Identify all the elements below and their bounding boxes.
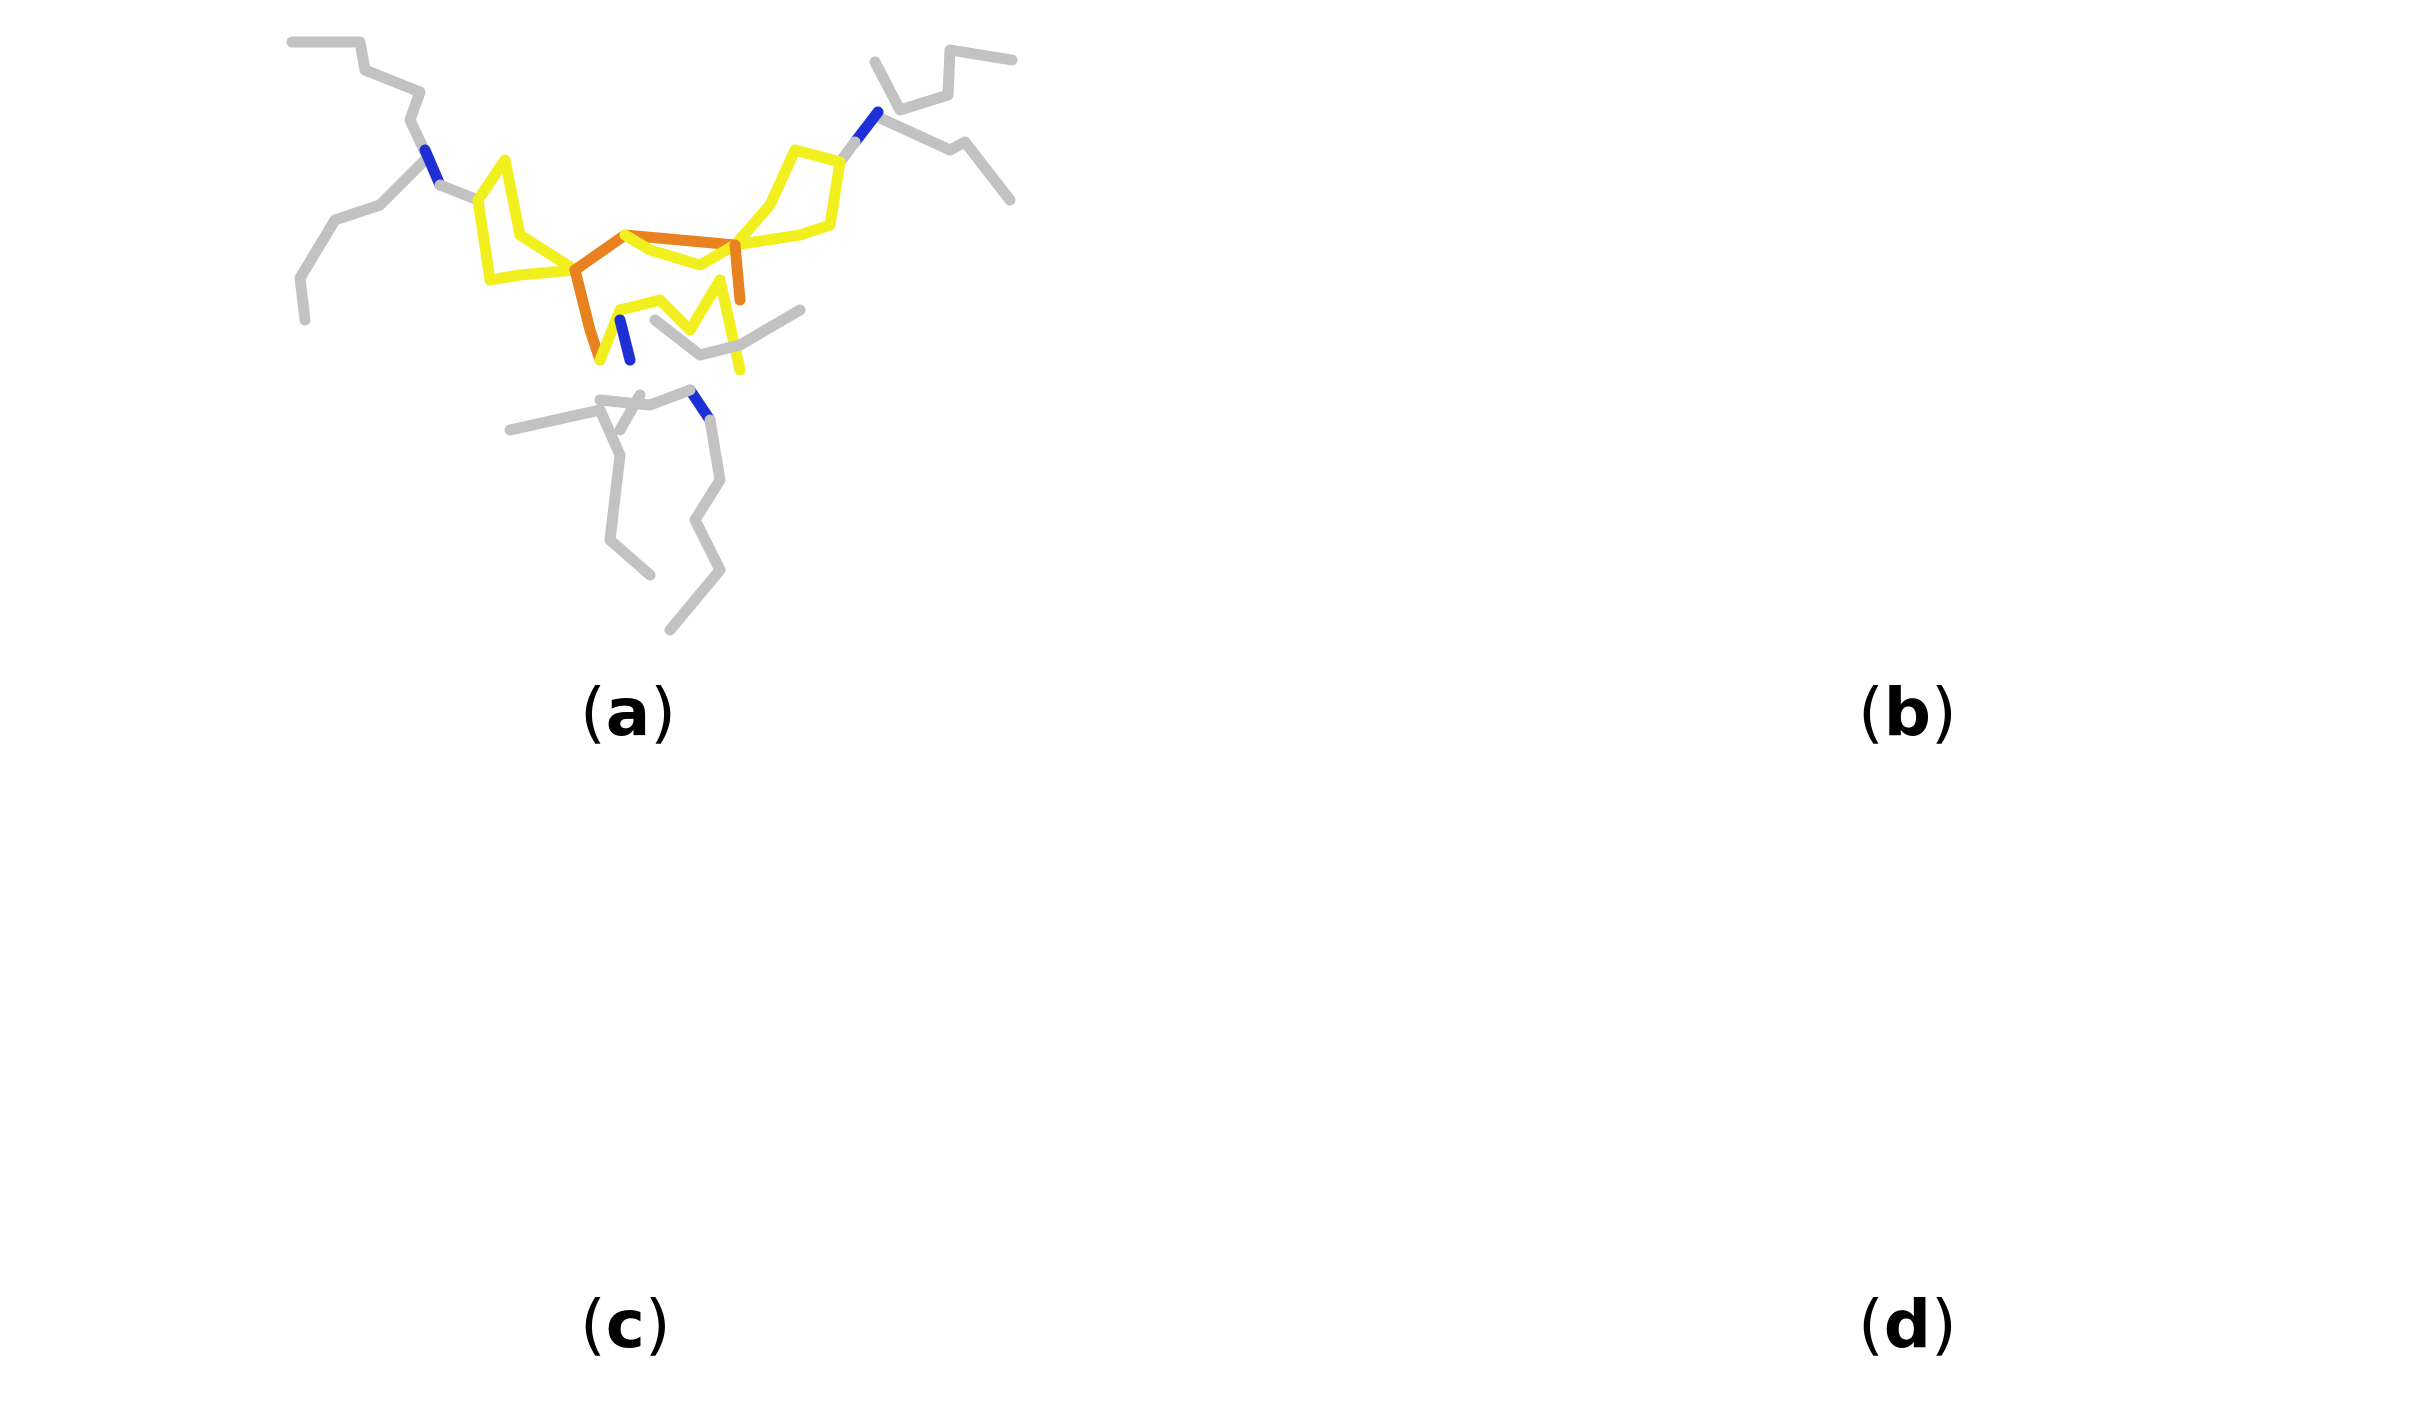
panel-label-a: (a) xyxy=(580,674,677,751)
panel-label-d: (d) xyxy=(1858,1286,1957,1363)
panel-label-b: (b) xyxy=(1858,674,1957,751)
molecule-a xyxy=(286,36,1018,636)
panel-label-c: (c) xyxy=(580,1286,671,1363)
